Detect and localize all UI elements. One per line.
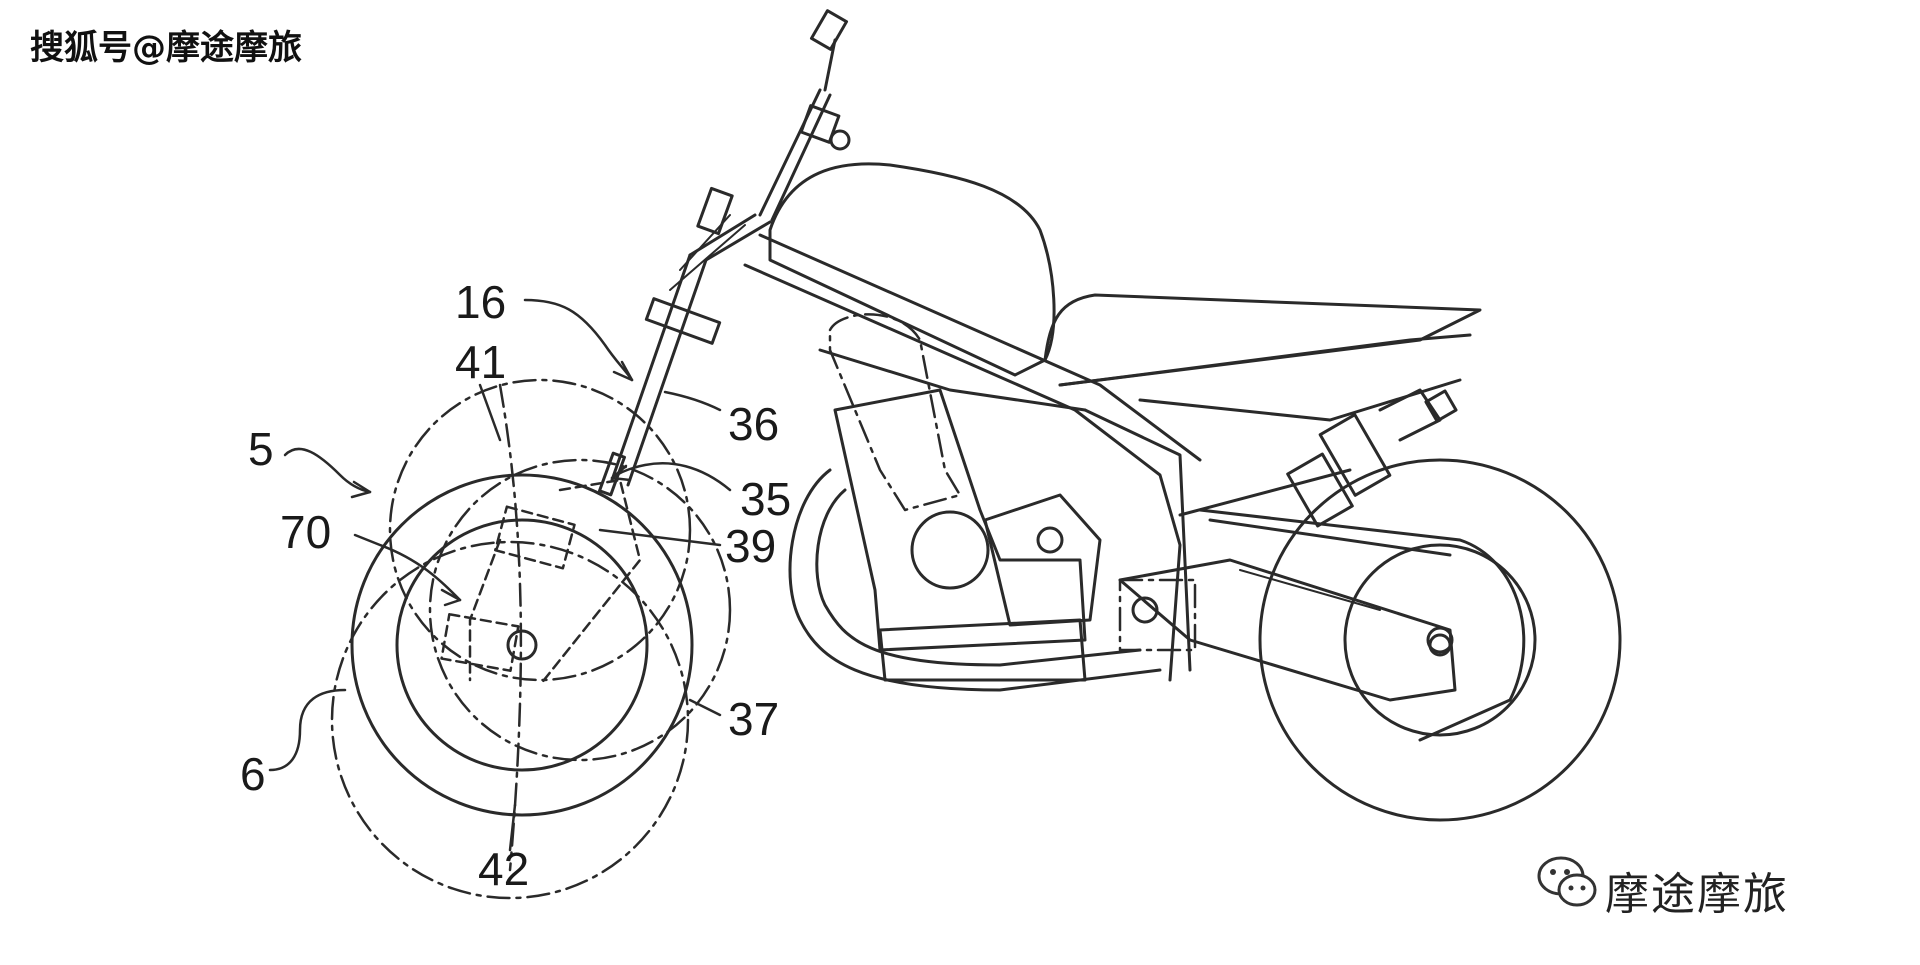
watermark-bottom: 摩途摩旅 [1605, 869, 1789, 920]
label-37: 37 [728, 693, 779, 745]
label-35: 35 [740, 473, 791, 525]
label-5: 5 [248, 423, 274, 475]
engine [833, 388, 1102, 682]
label-6: 6 [240, 748, 266, 800]
airbox-phantom [828, 313, 1197, 652]
front-fork [598, 9, 851, 497]
reference-numerals: 16 41 5 70 36 35 39 37 6 42 [240, 276, 791, 895]
watermark-top: 搜狐号@摩途摩旅 [30, 28, 302, 68]
label-41: 41 [455, 336, 506, 388]
wechat-logo-icon [1537, 856, 1597, 907]
rear-wheel [1258, 458, 1622, 822]
label-16: 16 [455, 276, 506, 328]
front-wheel-phantom [330, 378, 732, 900]
front-wheel [350, 473, 694, 817]
seat-tail [1043, 293, 1482, 387]
leader-lines [268, 298, 732, 852]
front-hub-phantom [440, 478, 642, 687]
exhaust [788, 468, 1162, 692]
label-39: 39 [725, 520, 776, 572]
label-42: 42 [478, 843, 529, 895]
swingarm [1118, 508, 1526, 742]
label-70: 70 [280, 506, 331, 558]
rear-shock [1286, 388, 1458, 528]
fuel-tank [768, 162, 1056, 377]
main-frame [743, 233, 1462, 682]
label-36: 36 [728, 398, 779, 450]
